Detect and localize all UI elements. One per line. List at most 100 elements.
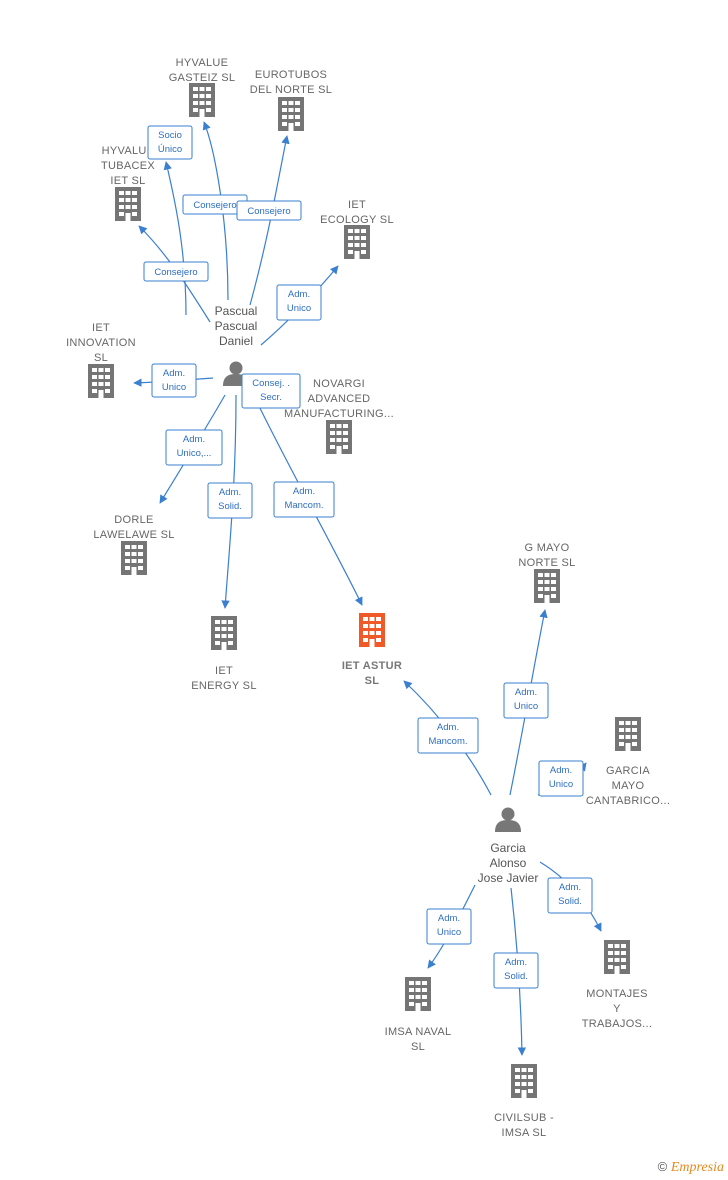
role-box-frame — [207, 482, 253, 519]
role-box-frame — [151, 363, 197, 398]
role-label-line: Adm. — [559, 882, 581, 893]
role-box[interactable]: Adm.Mancom. — [417, 717, 479, 754]
building-icon — [121, 541, 147, 575]
role-box[interactable]: Adm.Unico — [276, 284, 322, 321]
role-box-frame — [426, 908, 472, 945]
role-label: Consejero — [154, 267, 197, 278]
role-label: Adm.Solid. — [558, 882, 582, 907]
company-label-line: Y — [613, 1003, 621, 1015]
role-label-line: Secr. — [260, 392, 282, 403]
role-label: Consejero — [247, 206, 290, 217]
edge-line — [202, 121, 229, 301]
role-box-frame — [276, 284, 322, 321]
role-box[interactable]: Adm.Mancom. — [273, 481, 335, 518]
company-label-line: LAWELAWE SL — [93, 529, 174, 541]
person-icon — [495, 807, 521, 832]
role-label-line: Unico — [287, 303, 311, 314]
company-label-line: INNOVATION — [66, 337, 136, 349]
role-label: Adm.Unico — [287, 289, 311, 314]
role-box[interactable]: Adm.Unico — [426, 908, 472, 945]
role-box[interactable]: Consejero — [236, 200, 302, 221]
role-box-frame — [147, 125, 193, 160]
role-label-line: Consej. . — [252, 378, 290, 389]
building-icon — [278, 97, 304, 131]
role-label-line: Consejero — [193, 200, 236, 211]
role-label-line: Unico — [514, 701, 538, 712]
role-label-line: Unico — [162, 382, 186, 393]
role-label-line: Mancom. — [428, 736, 467, 747]
role-box-frame — [241, 373, 301, 409]
role-label-line: Adm. — [219, 487, 241, 498]
role-box[interactable]: Consej. . Secr. — [241, 373, 301, 409]
role-box[interactable]: Adm. Unico — [503, 682, 549, 719]
role-label: Adm.Unico — [437, 913, 461, 938]
role-box[interactable]: Adm. Solid. — [207, 482, 253, 519]
company-node-civilsub[interactable]: CIVILSUB - IMSA SL — [494, 1064, 554, 1139]
company-label: EUROTUBOS DEL NORTE SL — [250, 69, 332, 96]
role-box[interactable]: Adm.Unico — [151, 363, 197, 398]
role-label: Adm.Unico — [549, 765, 573, 790]
role-label-line: Socio — [158, 130, 182, 141]
role-label: Adm.Unico,... — [177, 434, 212, 459]
copyright-notice: © Empresia — [658, 1159, 724, 1176]
role-label: Adm.Mancom. — [284, 486, 323, 511]
company-label-line: ADVANCED — [308, 393, 371, 405]
company-label-line: IMSA SL — [502, 1127, 547, 1139]
company-label-line: TUBACEX — [101, 160, 155, 172]
role-label: Consej. . Secr. — [252, 378, 290, 403]
role-box-frame — [143, 261, 209, 282]
company-node-eurotubos[interactable]: EUROTUBOS DEL NORTE SL — [250, 69, 332, 131]
company-label-line: EUROTUBOS — [255, 69, 327, 81]
role-box[interactable]: Adm.Unico,... — [165, 429, 223, 466]
brand-logo[interactable]: Empresia — [670, 1160, 724, 1175]
role-label-line: Solid. — [218, 501, 242, 512]
role-box[interactable]: Consejero — [143, 261, 209, 282]
company-label-line: IET ASTUR — [342, 660, 402, 672]
company-label-line: DEL NORTE SL — [250, 84, 332, 96]
building-icon — [359, 613, 385, 647]
role-box[interactable]: Adm.Unico — [538, 760, 584, 797]
role-box-frame — [493, 952, 539, 989]
role-label-line: Adm. — [183, 434, 205, 445]
role-box-frame — [236, 200, 302, 221]
role-box[interactable]: Adm.Solid. — [547, 877, 593, 914]
role-label-line: Adm. — [515, 687, 537, 698]
person-label-line: Daniel — [219, 334, 253, 348]
company-label-line: HYVALUE — [102, 145, 155, 157]
role-label-line: Adm. — [505, 957, 527, 968]
role-box[interactable]: Adm.Solid. — [493, 952, 539, 989]
building-icon — [405, 977, 431, 1011]
company-label-line: MAYO — [612, 780, 645, 792]
building-icon — [534, 569, 560, 603]
role-box-frame — [547, 877, 593, 914]
person-label-line: Garcia — [490, 841, 526, 855]
role-label: Adm. Solid. — [218, 487, 242, 512]
company-label-line: CIVILSUB - — [494, 1112, 554, 1124]
